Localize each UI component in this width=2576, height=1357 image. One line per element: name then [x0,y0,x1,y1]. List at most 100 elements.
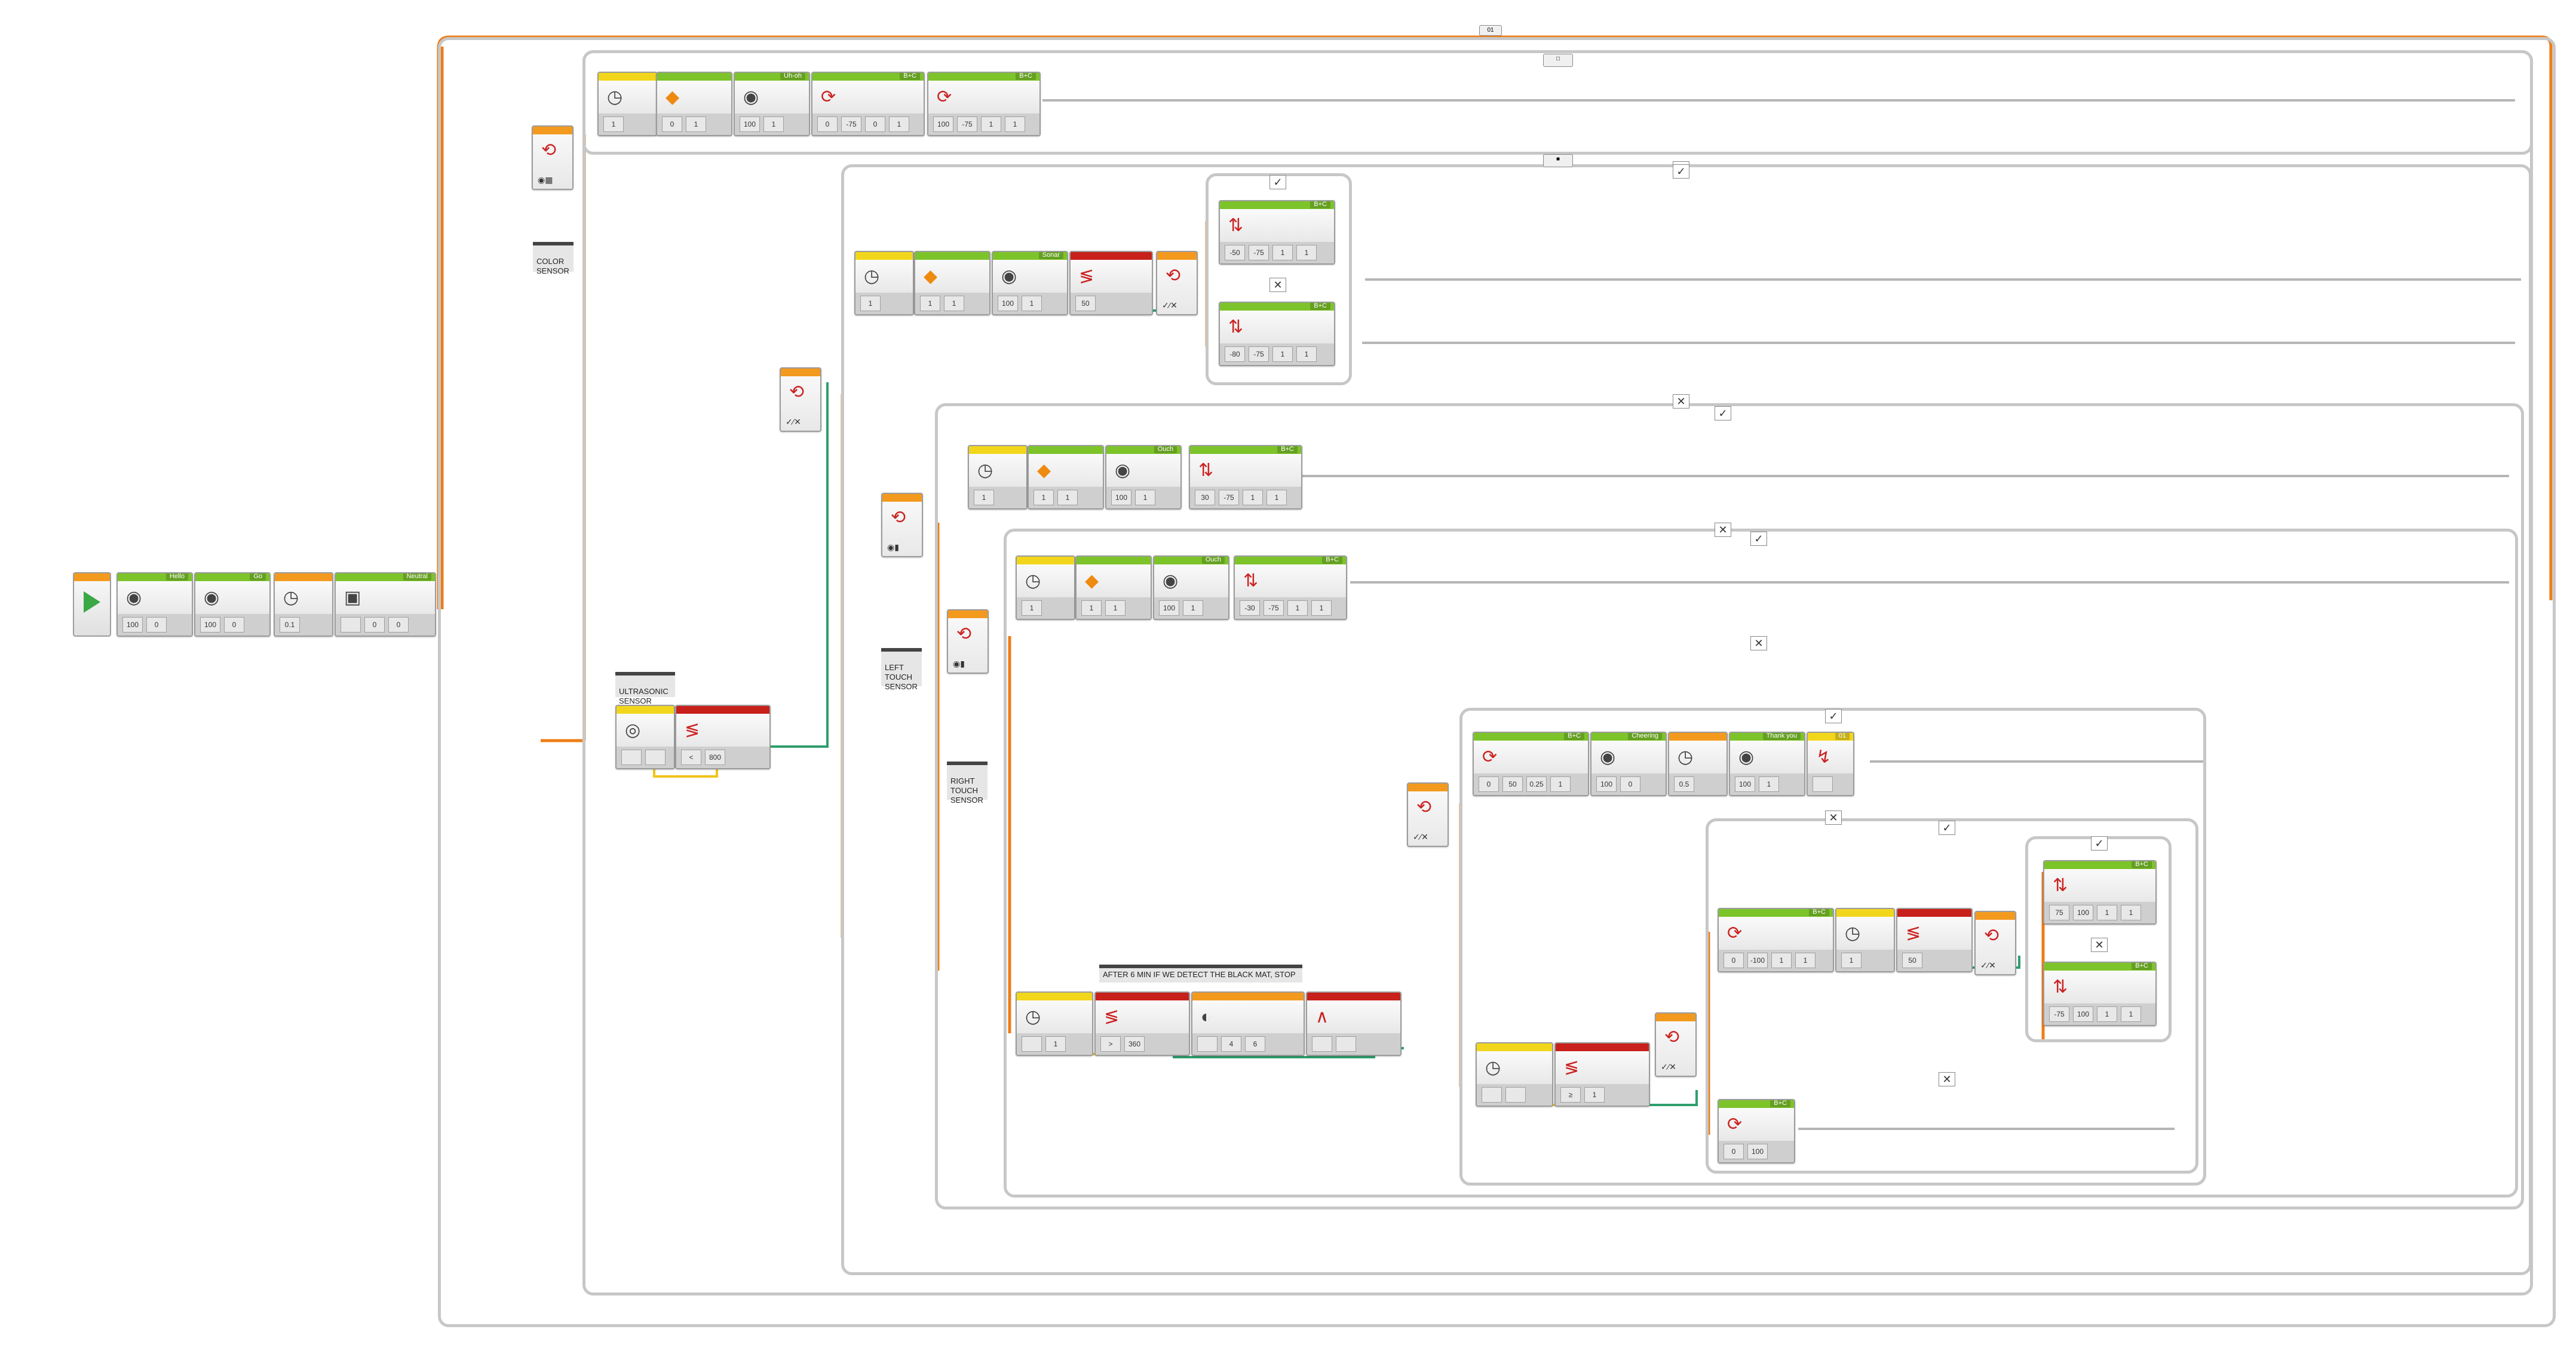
parameter-plug[interactable]: 1 [1135,490,1155,505]
parameter-plug[interactable] [1813,776,1833,792]
parameter-plug[interactable]: 360 [1124,1036,1145,1052]
parameter-plug[interactable]: 0 [388,617,409,633]
parameter-plug[interactable]: > [1100,1036,1121,1052]
parameter-plug[interactable] [1197,1036,1218,1052]
parameter-plug[interactable]: 100 [933,116,953,132]
stop-loop-int-block[interactable]: 01↯ [1807,732,1854,796]
parameter-plug[interactable]: 1 [1311,600,1332,616]
parameter-plug[interactable]: 0.5 [1674,776,1694,792]
parameter-plug[interactable]: 1 [1081,600,1102,616]
parameter-plug[interactable]: 1 [686,116,706,132]
parameter-plug[interactable]: 1 [1243,490,1263,505]
timer-read-block[interactable]: ◷1 [1016,991,1093,1056]
left-touch-switch[interactable]: ⟲◉▮ [881,493,923,557]
case-true-mark[interactable]: ✓ [1939,821,1955,835]
parameter-plug[interactable]: 0 [1620,776,1640,792]
parameter-plug[interactable]: 100 [2073,905,2093,920]
parameter-plug[interactable]: 1 [1296,346,1317,362]
inner-compare-switch[interactable]: ⟲✓⁄✕ [1974,911,2016,975]
parameter-plug[interactable]: 1 [1296,245,1317,260]
comment-ultrasonic-sensor[interactable]: ULTRASONIC SENSOR [615,672,675,705]
case-false-mark[interactable]: ✕ [1825,810,1842,825]
case-false-mark[interactable]: ✕ [2091,938,2108,952]
logic-and-block[interactable]: ∧ [1306,991,1402,1056]
parameter-plug[interactable]: 1 [981,116,1001,132]
color-sensor-switch[interactable]: ⟲◉▦ [532,125,574,190]
parameter-plug[interactable]: 1 [974,490,994,505]
parameter-plug[interactable]: 1 [1759,776,1779,792]
parameter-plug[interactable]: 50 [1502,776,1523,792]
case-false-mark[interactable]: ✕ [1673,394,1689,409]
parameter-plug[interactable]: 100 [2073,1006,2093,1022]
color-row-wait-block[interactable]: ◷1 [854,251,914,315]
parameter-plug[interactable]: 1 [1287,600,1308,616]
parameter-plug[interactable]: -75 [957,116,977,132]
inner-compare-block[interactable]: ≶50 [1896,908,1973,972]
parameter-plug[interactable]: 100 [1111,490,1131,505]
parameter-plug[interactable]: -75 [1249,245,1269,260]
parameter-plug[interactable]: 1 [1045,1036,1066,1052]
case-true-mark[interactable]: ✓ [2091,836,2108,851]
parameter-plug[interactable]: 1 [2121,1006,2141,1022]
parameter-plug[interactable]: 6 [1245,1036,1265,1052]
parameter-plug[interactable]: 100 [122,617,143,633]
parameter-plug[interactable] [341,617,361,633]
parameter-plug[interactable]: 100 [1596,776,1617,792]
parameter-plug[interactable] [1336,1036,1356,1052]
comment-after-6-min[interactable]: AFTER 6 MIN IF WE DETECT THE BLACK MAT, … [1099,965,1302,983]
parameter-plug[interactable]: -75 [841,116,861,132]
parameter-plug[interactable]: 1 [2121,905,2141,920]
case-true-mark[interactable]: ✓ [1750,532,1767,546]
parameter-plug[interactable]: 1 [1272,245,1293,260]
parameter-plug[interactable]: 1 [1105,600,1126,616]
parameter-plug[interactable]: 1 [1022,296,1042,311]
parameter-plug[interactable]: 1 [1841,953,1862,968]
parameter-plug[interactable]: 0 [662,116,682,132]
parameter-plug[interactable]: ≥ [1560,1087,1581,1103]
parameter-plug[interactable]: 100 [200,617,220,633]
parameter-plug[interactable]: -100 [1747,953,1768,968]
parameter-plug[interactable]: 50 [1075,296,1096,311]
case-true-mark[interactable]: ✓ [1715,406,1731,420]
parameter-plug[interactable]: -75 [1249,346,1269,362]
parameter-plug[interactable]: 4 [1221,1036,1241,1052]
parameter-plug[interactable]: 1 [920,296,940,311]
parameter-plug[interactable]: 1 [763,116,784,132]
parameter-plug[interactable]: -30 [1240,600,1260,616]
parameter-plug[interactable]: 800 [705,750,725,765]
parameter-plug[interactable]: 100 [740,116,760,132]
parameter-plug[interactable]: 1 [1034,490,1054,505]
main-loop-header[interactable]: 01 [1479,25,1502,36]
case-false-mark[interactable]: ✕ [1939,1072,1955,1086]
case-false-mark[interactable]: ✕ [1269,278,1286,292]
ultrasonic-switch[interactable]: ⟲✓⁄✕ [780,367,821,432]
parameter-plug[interactable]: < [681,750,701,765]
parameter-plug[interactable]: 1 [2097,905,2117,920]
parameter-plug[interactable]: 1 [860,296,881,311]
parameter-plug[interactable] [1505,1087,1526,1103]
parameter-plug[interactable]: 0.25 [1526,776,1547,792]
parameter-plug[interactable]: 1 [1584,1087,1605,1103]
parameter-plug[interactable]: 0 [1724,953,1744,968]
parameter-plug[interactable]: 0 [146,617,167,633]
parameter-plug[interactable]: 0 [224,617,244,633]
parameter-plug[interactable]: -80 [1225,346,1245,362]
comment-left-touch-sensor[interactable]: LEFT TOUCH SENSOR [881,648,922,691]
init-timer-block[interactable]: ◷0.1 [274,572,333,637]
parameter-plug[interactable]: 1 [1005,116,1025,132]
parameter-plug[interactable]: -75 [2049,1006,2069,1022]
parameter-plug[interactable]: -75 [1264,600,1284,616]
ultra-sensor-block[interactable]: ◎ [615,705,675,769]
parameter-plug[interactable] [621,750,642,765]
timer-compare-block[interactable]: ≶>360 [1094,991,1190,1056]
